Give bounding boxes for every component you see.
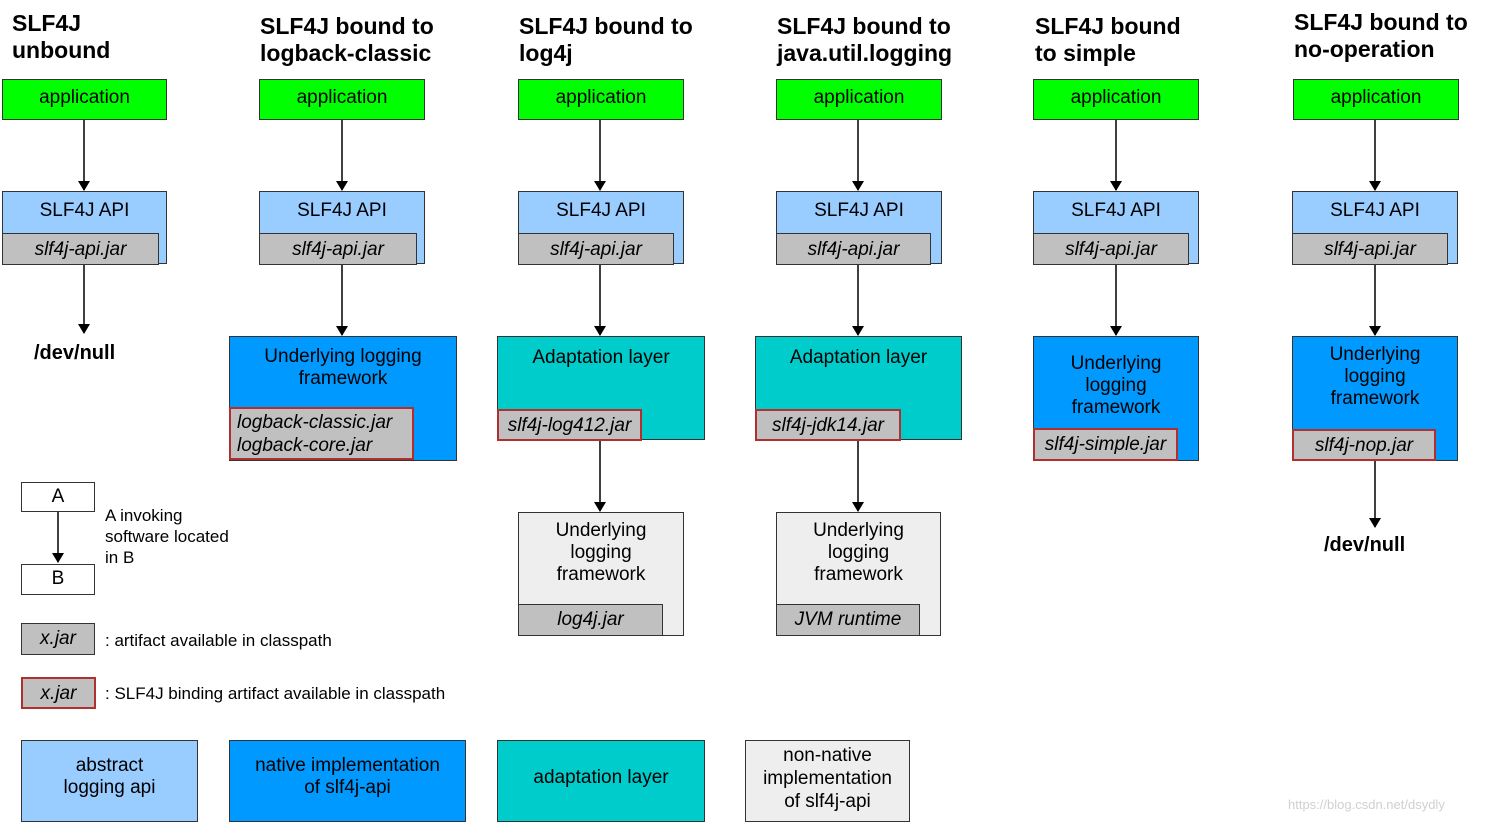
- col6-api-jar: slf4j-api.jar: [1292, 233, 1448, 265]
- col5-framework-jar: slf4j-simple.jar: [1033, 428, 1178, 461]
- col2-application-box: application: [259, 79, 425, 120]
- col3-framework-label: Underlying logging framework: [555, 520, 647, 585]
- col2-framework-label: Underlying logging framework: [264, 346, 422, 389]
- col3-application-box: application: [518, 79, 684, 120]
- col4-api-box: SLF4J API slf4j-api.jar: [776, 191, 942, 265]
- legend-key-adaptation: adaptation layer: [497, 740, 705, 822]
- col1-api-label: SLF4J API: [39, 200, 130, 221]
- col2-framework-box: Underlying logging framework logback-cla…: [229, 336, 457, 461]
- col6-framework-jar: slf4j-nop.jar: [1292, 429, 1436, 461]
- col5-framework-label: Underlying logging framework: [1070, 353, 1162, 418]
- legend-jar-sample: x.jar: [21, 623, 95, 655]
- col1-api-box: SLF4J API slf4j-api.jar: [2, 191, 167, 265]
- col3-adaptation-label: Adaptation layer: [532, 347, 670, 368]
- legend-invoke-text: A invoking software located in B: [105, 506, 229, 567]
- col1-dev-null: /dev/null: [34, 342, 116, 364]
- col2-api-box: SLF4J API slf4j-api.jar: [259, 191, 425, 265]
- col4-adaptation-box: Adaptation layer slf4j-jdk14.jar: [755, 336, 962, 441]
- col3-adaptation-jar: slf4j-log412.jar: [497, 409, 642, 441]
- col6-framework-box: Underlying logging framework slf4j-nop.j…: [1292, 336, 1458, 461]
- legend-key-abstract-api: abstract logging api: [21, 740, 198, 822]
- col6-api-label: SLF4J API: [1330, 200, 1420, 221]
- col6-framework-label: Underlying logging framework: [1329, 344, 1421, 409]
- legend-key-non-native: non-native implementation of slf4j-api: [745, 740, 910, 822]
- col4-api-jar: slf4j-api.jar: [776, 233, 931, 265]
- col4-adaptation-jar: slf4j-jdk14.jar: [755, 409, 901, 441]
- col5-application-box: application: [1033, 79, 1199, 120]
- col4-framework-label: Underlying logging framework: [813, 520, 904, 585]
- col4-adaptation-label: Adaptation layer: [789, 347, 928, 368]
- col4-framework-jar: JVM runtime: [776, 604, 920, 636]
- col3-adaptation-box: Adaptation layer slf4j-log412.jar: [497, 336, 705, 441]
- col5-api-jar: slf4j-api.jar: [1033, 233, 1189, 265]
- col3-title: SLF4J bound to log4j: [519, 13, 693, 66]
- col2-api-jar: slf4j-api.jar: [259, 233, 417, 265]
- col4-framework-box: Underlying logging framework JVM runtime: [776, 512, 941, 636]
- col2-api-label: SLF4J API: [297, 200, 387, 221]
- col6-title: SLF4J bound to no-operation: [1294, 9, 1468, 62]
- col3-framework-jar: log4j.jar: [518, 604, 663, 636]
- col3-api-jar: slf4j-api.jar: [518, 233, 674, 265]
- col4-title: SLF4J bound to java.util.logging: [777, 13, 953, 66]
- col1-api-jar: slf4j-api.jar: [2, 233, 159, 265]
- watermark: https://blog.csdn.net/dsydly: [1288, 797, 1445, 812]
- col6-application-box: application: [1293, 79, 1459, 120]
- col3-framework-box: Underlying logging framework log4j.jar: [518, 512, 684, 636]
- col5-title: SLF4J bound to simple: [1035, 13, 1181, 66]
- legend-key-native-impl: native implementation of slf4j-api: [229, 740, 466, 822]
- col1-title: SLF4J unbound: [12, 10, 111, 63]
- col4-application-box: application: [776, 79, 942, 120]
- legend-binding-jar-text: : SLF4J binding artifact available in cl…: [105, 684, 446, 703]
- legend-binding-jar-sample: x.jar: [21, 677, 96, 709]
- col2-title: SLF4J bound to logback-classic: [260, 13, 434, 66]
- col3-api-label: SLF4J API: [556, 200, 646, 221]
- col5-api-box: SLF4J API slf4j-api.jar: [1033, 191, 1199, 265]
- legend-box-a: A: [21, 482, 95, 512]
- col5-api-label: SLF4J API: [1071, 200, 1161, 221]
- legend-box-b: B: [21, 564, 95, 595]
- col5-framework-box: Underlying logging framework slf4j-simpl…: [1033, 336, 1199, 461]
- col4-api-label: SLF4J API: [814, 200, 904, 221]
- legend-jar-text: : artifact available in classpath: [105, 631, 332, 650]
- col6-api-box: SLF4J API slf4j-api.jar: [1292, 191, 1458, 265]
- col1-application-box: application: [2, 79, 167, 120]
- col2-framework-jar: logback-classic.jar logback-core.jar: [229, 407, 414, 460]
- col6-dev-null: /dev/null: [1324, 534, 1406, 556]
- col3-api-box: SLF4J API slf4j-api.jar: [518, 191, 684, 265]
